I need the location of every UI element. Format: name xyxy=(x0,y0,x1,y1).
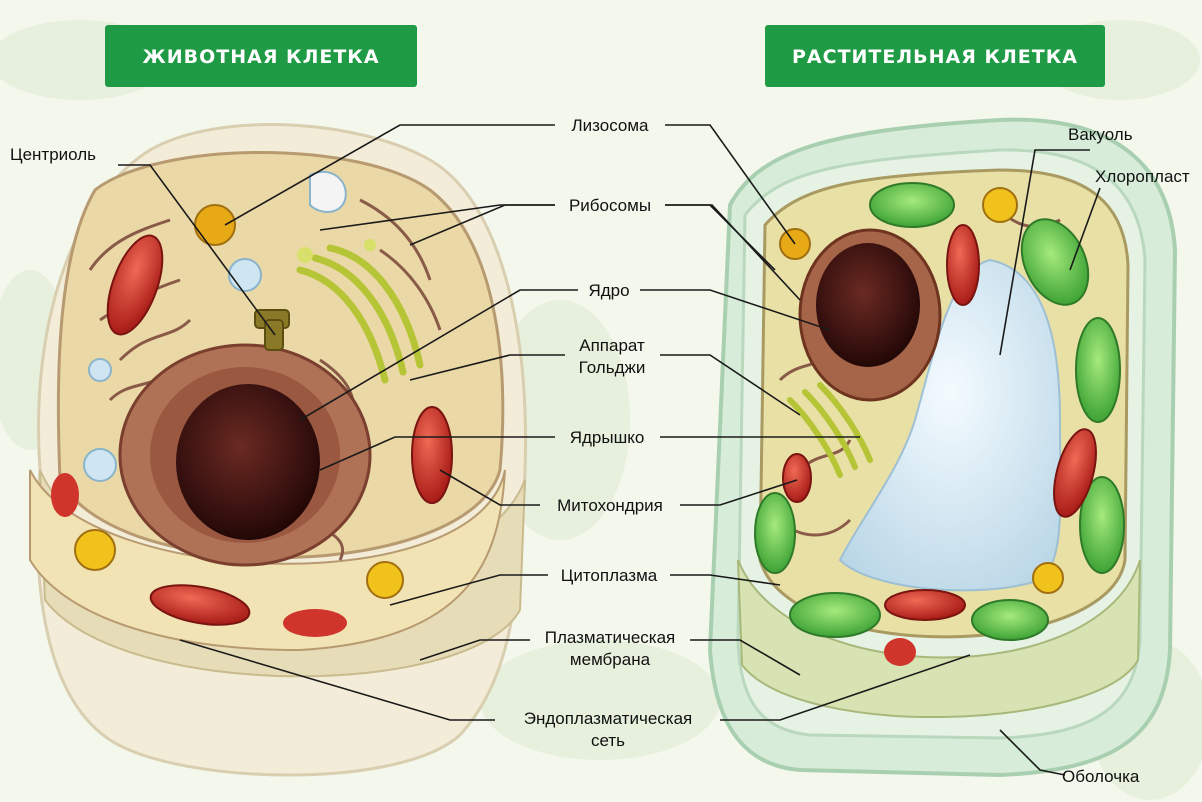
animal-cell xyxy=(30,125,526,775)
plant-cell-title: РАСТИТЕЛЬНАЯ КЛЕТКА xyxy=(792,46,1078,68)
animal-nucleus xyxy=(120,345,370,565)
label-lysosome: Лизосома xyxy=(572,116,650,135)
label-membrane-line2: мембрана xyxy=(570,650,651,669)
label-mitochondrion: Митохондрия xyxy=(557,496,663,515)
label-vacuole: Вакуоль xyxy=(1068,125,1133,144)
plant-cell xyxy=(710,120,1175,775)
label-er-line1: Эндоплазматическая xyxy=(524,709,693,728)
label-cytoplasm: Цитоплазма xyxy=(561,566,658,585)
animal-cell-title: ЖИВОТНАЯ КЛЕТКА xyxy=(142,46,379,68)
label-centriole: Центриоль xyxy=(10,145,96,164)
label-nucleolus: Ядрышко xyxy=(570,428,645,447)
label-golgi-line1: Аппарат xyxy=(579,336,645,355)
label-nucleus: Ядро xyxy=(588,281,629,300)
animal-nucleolus xyxy=(176,384,320,540)
label-membrane-line1: Плазматическая xyxy=(545,628,676,647)
label-golgi-line2: Гольджи xyxy=(579,358,646,377)
label-cell-wall: Оболочка xyxy=(1062,767,1140,786)
plant-nucleolus xyxy=(816,243,920,367)
plant-nucleus xyxy=(800,230,940,400)
label-er-line2: сеть xyxy=(591,731,625,750)
animal-cell-banner: ЖИВОТНАЯ КЛЕТКА xyxy=(105,25,417,87)
label-ribosomes: Рибосомы xyxy=(569,196,651,215)
label-chloroplast: Хлоропласт xyxy=(1095,167,1190,186)
plant-cell-banner: РАСТИТЕЛЬНАЯ КЛЕТКА xyxy=(765,25,1105,87)
